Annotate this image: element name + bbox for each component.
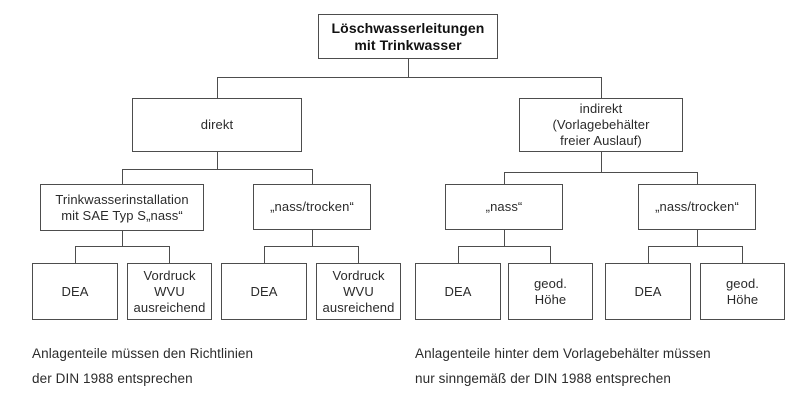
connector-line <box>312 169 313 184</box>
node-root-loeschwasserleitungen: Löschwasserleitungen mit Trinkwasser <box>318 14 498 59</box>
connector-line <box>408 59 409 77</box>
connector-line <box>264 246 359 247</box>
connector-line <box>122 169 313 170</box>
connector-line <box>504 172 505 184</box>
connector-line <box>601 77 602 98</box>
node-indirekt: indirekt (Vorlagebehälter freier Auslauf… <box>519 98 683 152</box>
connector-line <box>312 230 313 246</box>
caption-indirekt-din1988: Anlagenteile hinter dem Vorlagebehälter … <box>415 346 711 386</box>
connector-line <box>122 231 123 246</box>
node-dea-4: DEA <box>605 263 691 320</box>
connector-line <box>122 169 123 184</box>
connector-line <box>458 246 459 263</box>
node-dea-1: DEA <box>32 263 118 320</box>
connector-line <box>697 230 698 246</box>
connector-line <box>697 172 698 184</box>
node-nass-trocken-links: „nass/trocken“ <box>253 184 371 230</box>
node-dea-2: DEA <box>221 263 307 320</box>
connector-line <box>550 246 551 263</box>
connector-line <box>75 246 170 247</box>
connector-line <box>217 77 218 98</box>
connector-line <box>648 246 743 247</box>
connector-line <box>217 152 218 169</box>
node-geod-hoehe-1: geod. Höhe <box>508 263 593 320</box>
node-nass-trocken-rechts: „nass/trocken“ <box>638 184 756 230</box>
connector-line <box>504 230 505 246</box>
node-vordruck-wvu-2: Vordruck WVU ausreichend <box>316 263 401 320</box>
node-vordruck-wvu-1: Vordruck WVU ausreichend <box>127 263 212 320</box>
connector-line <box>458 246 551 247</box>
connector-line <box>217 77 602 78</box>
node-direkt: direkt <box>132 98 302 152</box>
node-geod-hoehe-2: geod. Höhe <box>700 263 785 320</box>
node-dea-3: DEA <box>415 263 501 320</box>
connector-line <box>504 172 698 173</box>
connector-line <box>601 152 602 172</box>
node-nass: „nass“ <box>445 184 563 230</box>
connector-line <box>75 246 76 263</box>
connector-line <box>648 246 649 263</box>
node-trinkwasserinstallation: Trinkwasserinstallation mit SAE Typ S„na… <box>40 184 204 231</box>
connector-line <box>742 246 743 263</box>
caption-direkt-din1988: Anlagenteile müssen den Richtlinien der … <box>32 346 254 386</box>
connector-line <box>358 246 359 263</box>
connector-line <box>264 246 265 263</box>
connector-line <box>169 246 170 263</box>
